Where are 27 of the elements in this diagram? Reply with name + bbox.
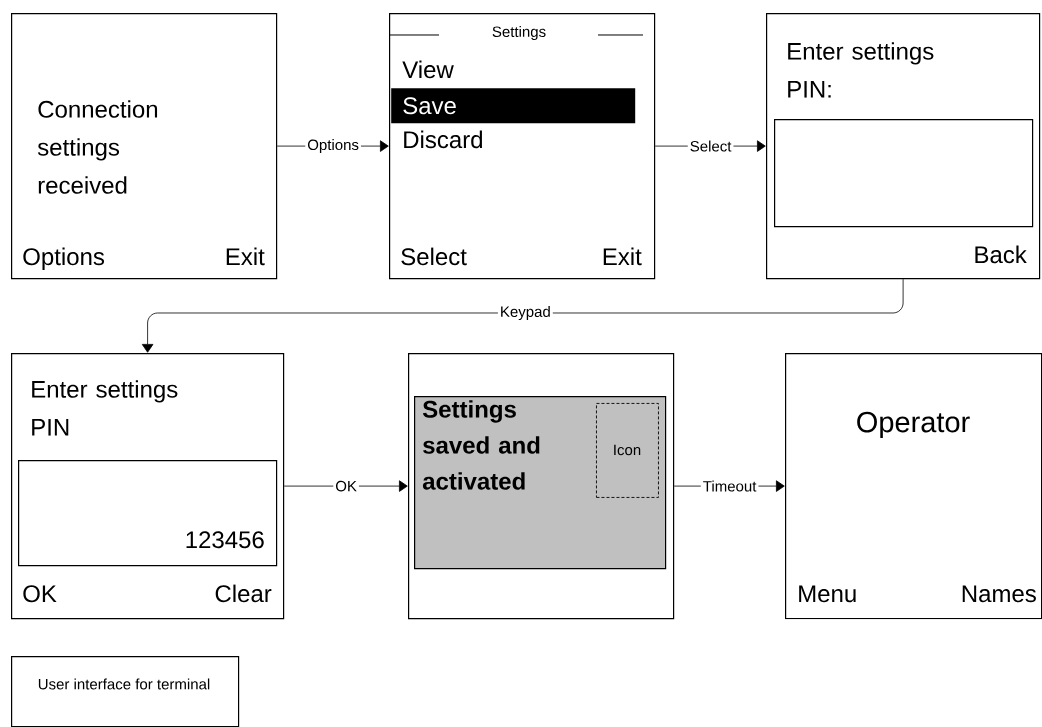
softkey-label: Clear <box>215 584 272 603</box>
softkey-label: Names <box>962 585 1036 603</box>
screen-text: Operator <box>857 411 970 439</box>
softkey-label: Menu <box>799 585 856 603</box>
screen-text: Connection settings received <box>37 100 158 194</box>
softkey-label: Exit <box>603 247 642 266</box>
edge-label: Select <box>687 138 734 154</box>
highlighted-menu-item: Save <box>391 88 636 124</box>
softkey-label: Select <box>401 247 467 266</box>
softkey-label: OK <box>23 585 57 603</box>
edge-label: Options <box>305 137 361 156</box>
menu-item: View <box>402 60 454 79</box>
edge-label: Keypad <box>497 304 553 322</box>
screen-text: Enter settings PIN <box>32 380 178 436</box>
edge-label: OK <box>333 478 359 494</box>
menu-item: Discard <box>404 130 482 149</box>
softkey-label: Back <box>975 245 1027 264</box>
softkey-label: Exit <box>226 247 265 266</box>
caption-box: User interface for terminal <box>11 656 240 727</box>
edge-label: Timeout <box>700 478 759 494</box>
placeholder-label: Icon <box>614 444 641 456</box>
softkey-label: Options <box>23 247 105 270</box>
input-field: 123456 <box>18 459 278 567</box>
arrow <box>141 278 904 353</box>
input-field <box>774 119 1034 228</box>
menu-title: Settings <box>492 26 546 40</box>
screen-text: Enter settings PIN: <box>788 42 934 98</box>
